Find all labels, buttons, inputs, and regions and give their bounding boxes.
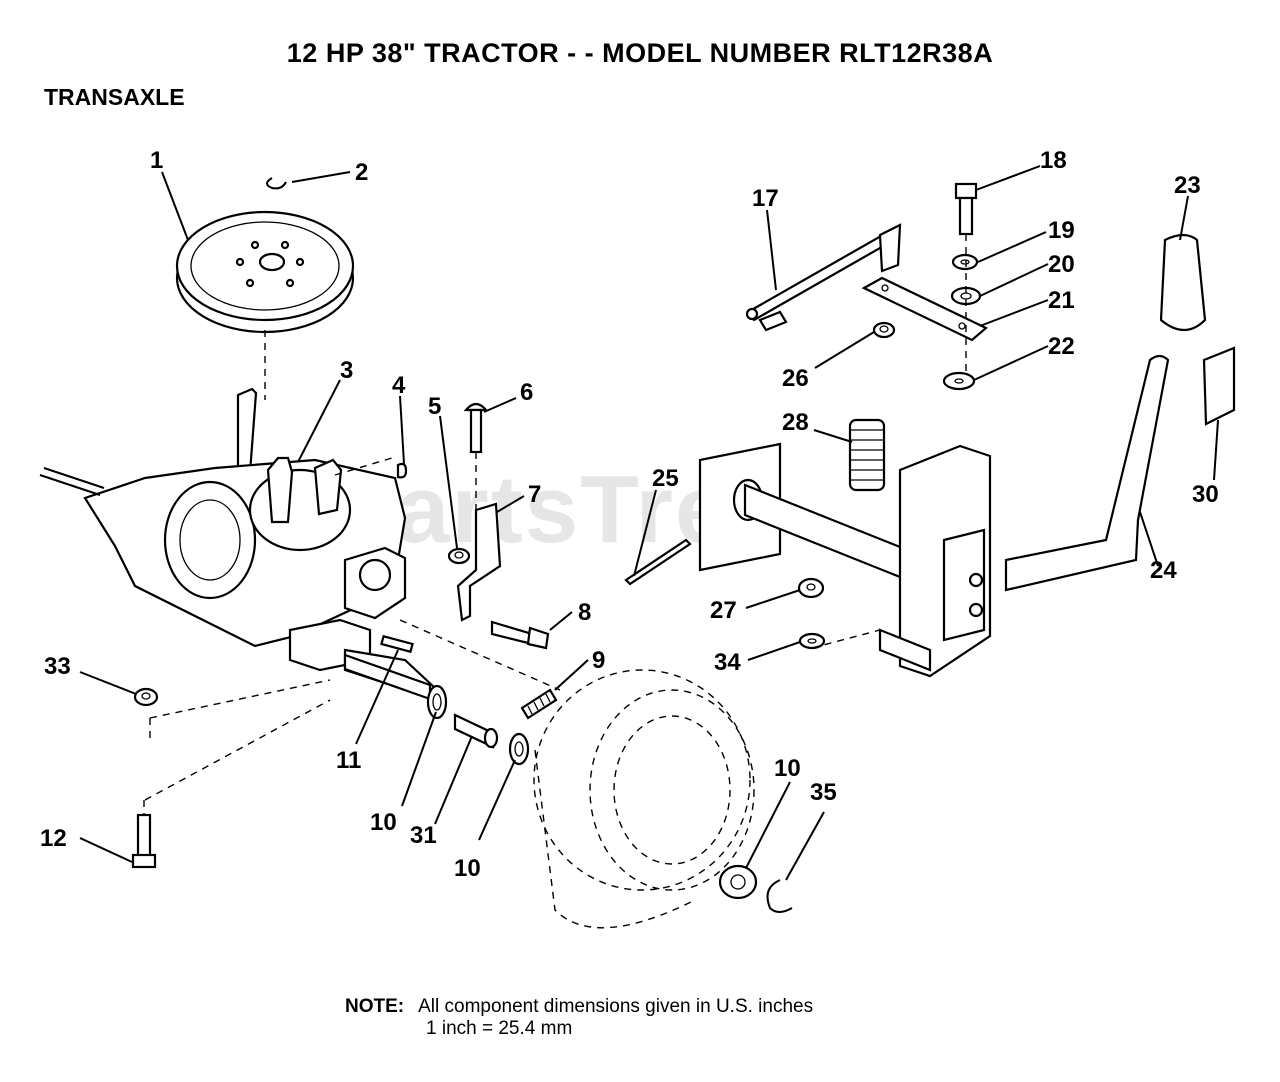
part-nut-33[interactable] — [133, 687, 159, 707]
part-bolt-8[interactable] — [490, 620, 550, 650]
part-spring-28[interactable] — [848, 418, 886, 492]
callout-10b: 10 — [454, 855, 481, 882]
callout-34: 34 — [714, 649, 741, 676]
part-e-clip-35[interactable] — [766, 879, 793, 913]
callout-18: 18 — [1040, 147, 1067, 174]
callout-33: 33 — [44, 653, 71, 680]
part-decal-30[interactable] — [1202, 346, 1236, 426]
section-title: TRANSAXLE — [44, 84, 185, 110]
part-spring-9[interactable] — [520, 688, 558, 720]
callout-22: 22 — [1048, 333, 1075, 360]
part-washer-34[interactable] — [798, 632, 826, 650]
callout-5: 5 — [428, 393, 441, 420]
note-label: NOTE: — [345, 996, 405, 1017]
part-bolt-18[interactable] — [954, 182, 978, 236]
callout-12: 12 — [40, 825, 67, 852]
part-washer-10c[interactable] — [718, 864, 758, 900]
callout-2: 2 — [355, 159, 368, 186]
part-retaining-clip[interactable] — [266, 177, 287, 190]
callout-7: 7 — [528, 481, 541, 508]
part-key-4[interactable] — [396, 462, 408, 479]
callout-1: 1 — [150, 147, 163, 174]
callout-21: 21 — [1048, 287, 1075, 314]
callout-10c: 10 — [774, 755, 801, 782]
part-shift-lever-24[interactable] — [1004, 354, 1170, 592]
part-pin-25[interactable] — [624, 538, 692, 586]
callout-23: 23 — [1174, 172, 1201, 199]
callout-24: 24 — [1150, 557, 1177, 584]
callout-4: 4 — [392, 372, 406, 399]
part-knob-23[interactable] — [1159, 233, 1207, 332]
part-spacer-31[interactable] — [453, 713, 499, 749]
callout-35: 35 — [810, 779, 837, 806]
callout-8: 8 — [578, 599, 591, 626]
note-line-2: 1 inch = 25.4 mm — [426, 1018, 573, 1039]
callout-6: 6 — [520, 379, 533, 406]
callout-25: 25 — [652, 465, 679, 492]
part-bolt-12[interactable] — [131, 813, 157, 869]
callout-19: 19 — [1048, 217, 1075, 244]
part-bolt-6[interactable] — [463, 402, 489, 454]
callout-30: 30 — [1192, 481, 1219, 508]
part-nut-5[interactable] — [447, 547, 471, 565]
part-transaxle[interactable] — [39, 387, 437, 698]
callout-20: 20 — [1048, 251, 1075, 278]
callout-11: 11 — [336, 747, 361, 774]
shift-shaft-assembly[interactable] — [698, 442, 992, 678]
callout-10a: 10 — [370, 809, 397, 836]
callout-9: 9 — [592, 647, 605, 674]
note-line-1: All component dimensions given in U.S. i… — [418, 996, 814, 1017]
part-pulley[interactable] — [175, 210, 355, 334]
callout-31: 31 — [410, 822, 437, 849]
callout-27: 27 — [710, 597, 737, 624]
callout-26: 26 — [782, 365, 809, 392]
wheel-outline — [533, 669, 755, 929]
part-plate-21[interactable] — [861, 276, 988, 342]
part-nut-26[interactable] — [872, 321, 896, 339]
leader-lines — [79, 165, 1219, 881]
page-title: 12 HP 38" TRACTOR - - MODEL NUMBER RLT12… — [286, 38, 994, 68]
dimension-note: NOTE: All component dimensions given in U… — [345, 996, 813, 1018]
part-shift-rod-17[interactable] — [745, 223, 902, 332]
callout-17: 17 — [752, 185, 779, 212]
part-washer-10a[interactable] — [426, 684, 448, 720]
part-nut-27[interactable] — [797, 577, 825, 599]
callout-3: 3 — [340, 357, 353, 384]
callout-28: 28 — [782, 409, 809, 436]
part-washer-10b[interactable] — [508, 732, 530, 766]
part-washer-22[interactable] — [942, 371, 976, 391]
part-bracket-7[interactable] — [456, 502, 502, 622]
part-washer-19[interactable] — [951, 253, 979, 271]
